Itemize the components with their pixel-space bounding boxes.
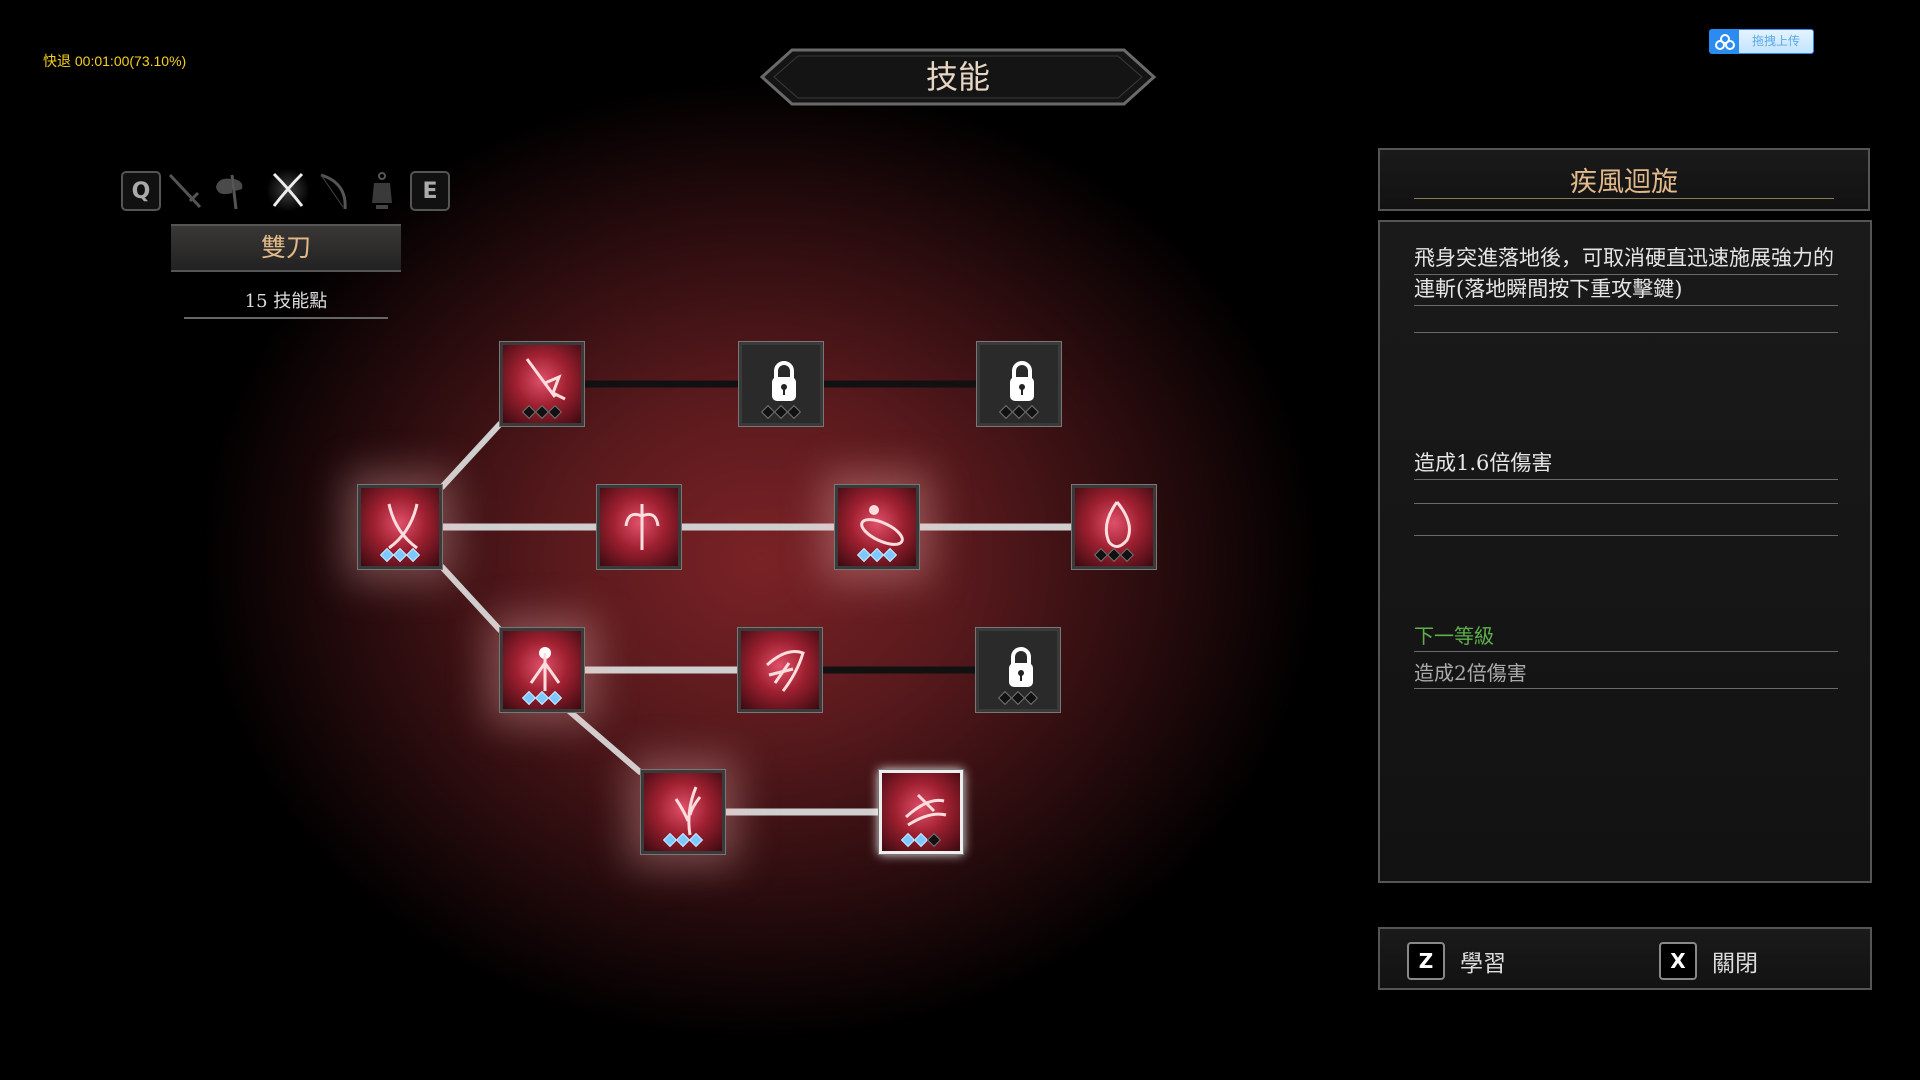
tab-bow[interactable] — [313, 171, 353, 211]
lantern-icon — [372, 172, 392, 209]
lock-icon — [772, 361, 796, 401]
level-pip — [688, 832, 704, 848]
sword-icon — [168, 173, 202, 209]
divider — [1414, 535, 1838, 536]
next-level-label: 下一等級 — [1414, 620, 1838, 652]
skill-points: 15 技能點 — [184, 287, 388, 319]
description-line: 連斬(落地瞬間按下重攻擊鍵) — [1414, 273, 1838, 306]
close-label: 關閉 — [1712, 951, 1758, 977]
skill-level-pips — [979, 690, 1057, 706]
link-lit — [439, 421, 503, 490]
page-title: 技能 — [925, 58, 990, 96]
learn-button[interactable]: Z 學習 — [1407, 942, 1506, 980]
skill-icon — [904, 793, 947, 827]
level-pip — [786, 404, 802, 420]
skill-level-pips — [1075, 547, 1153, 563]
lock-icon — [1010, 361, 1034, 401]
skill-node-r2c1[interactable] — [357, 484, 443, 570]
link-lit — [565, 707, 643, 775]
skill-node-r2c4[interactable] — [1071, 484, 1157, 570]
skill-level-pips — [644, 832, 722, 848]
level-pip — [1024, 404, 1040, 420]
skill-level-pips — [742, 404, 820, 420]
skill-name: 疾風迴旋 — [1570, 167, 1678, 198]
skill-icon — [765, 650, 805, 692]
skill-level-pips — [882, 832, 960, 848]
weapon-name-banner: 雙刀 — [171, 224, 401, 272]
level-pip — [547, 404, 563, 420]
key-x: X — [1659, 942, 1697, 980]
skill-node-r2c2[interactable] — [596, 484, 682, 570]
close-button[interactable]: X 關閉 — [1659, 942, 1758, 980]
level-pip — [1023, 690, 1039, 706]
upload-label: 拖拽上传 — [1751, 34, 1800, 48]
axe-icon — [216, 174, 243, 210]
skill-description-panel: 飛身突進落地後，可取消硬直迅速施展強力的 連斬(落地瞬間按下重攻擊鍵) 造成1.… — [1378, 220, 1872, 883]
skill-level-pips — [838, 547, 916, 563]
skill-node-r3c2[interactable] — [737, 627, 823, 713]
lock-icon — [1009, 647, 1033, 687]
rewind-status: 快退 00:01:00(73.10%) — [43, 53, 187, 69]
tab-dual-blades[interactable] — [266, 168, 310, 212]
skill-node-r1c2[interactable] — [738, 341, 824, 427]
skill-level-pips — [361, 547, 439, 563]
skill-icon — [624, 504, 660, 550]
divider — [1414, 332, 1838, 333]
bow-icon — [320, 173, 347, 210]
crossed-blades-icon — [272, 172, 304, 207]
skill-node-r1c1[interactable] — [499, 341, 585, 427]
skill-title-box: 疾風迴旋 — [1378, 148, 1870, 211]
action-bar: Z 學習 X 關閉 — [1378, 927, 1872, 990]
next-effect: 造成2倍傷害 — [1414, 657, 1838, 689]
divider — [1414, 503, 1838, 504]
upload-button[interactable]: 拖拽上传 — [1709, 29, 1814, 54]
skill-icon — [529, 647, 561, 691]
cloud-icon — [1710, 30, 1739, 53]
learn-label: 學習 — [1460, 951, 1506, 977]
skill-level-pips — [503, 690, 581, 706]
skill-node-r3c3[interactable] — [975, 627, 1061, 713]
tab-lantern[interactable] — [362, 171, 402, 211]
level-pip — [405, 547, 421, 563]
title-frame — [759, 48, 1157, 106]
skill-icon — [674, 786, 702, 836]
divider — [1414, 198, 1834, 199]
tab-sword[interactable] — [166, 171, 206, 211]
skill-node-r4c2[interactable] — [878, 769, 964, 855]
current-effect: 造成1.6倍傷害 — [1414, 447, 1838, 480]
skill-icon — [387, 503, 419, 550]
skill-icon — [525, 358, 566, 401]
level-pip — [926, 832, 942, 848]
skill-icon — [1104, 501, 1131, 548]
skill-node-r1c3[interactable] — [976, 341, 1062, 427]
prev-weapon-key[interactable]: Q — [121, 171, 161, 211]
link-lit — [439, 564, 503, 633]
description-line: 飛身突進落地後，可取消硬直迅速施展強力的 — [1414, 242, 1838, 275]
skill-node-r3c1[interactable] — [499, 627, 585, 713]
skill-level-pips — [503, 404, 581, 420]
skill-level-pips — [980, 404, 1058, 420]
key-z: Z — [1407, 942, 1445, 980]
level-pip — [1119, 547, 1135, 563]
level-pip — [547, 690, 563, 706]
skill-node-r2c3[interactable] — [834, 484, 920, 570]
level-pip — [882, 547, 898, 563]
next-weapon-key[interactable]: E — [410, 171, 450, 211]
tab-axe[interactable] — [210, 171, 250, 211]
skill-icon — [860, 505, 904, 546]
skill-node-r4c1[interactable] — [640, 769, 726, 855]
